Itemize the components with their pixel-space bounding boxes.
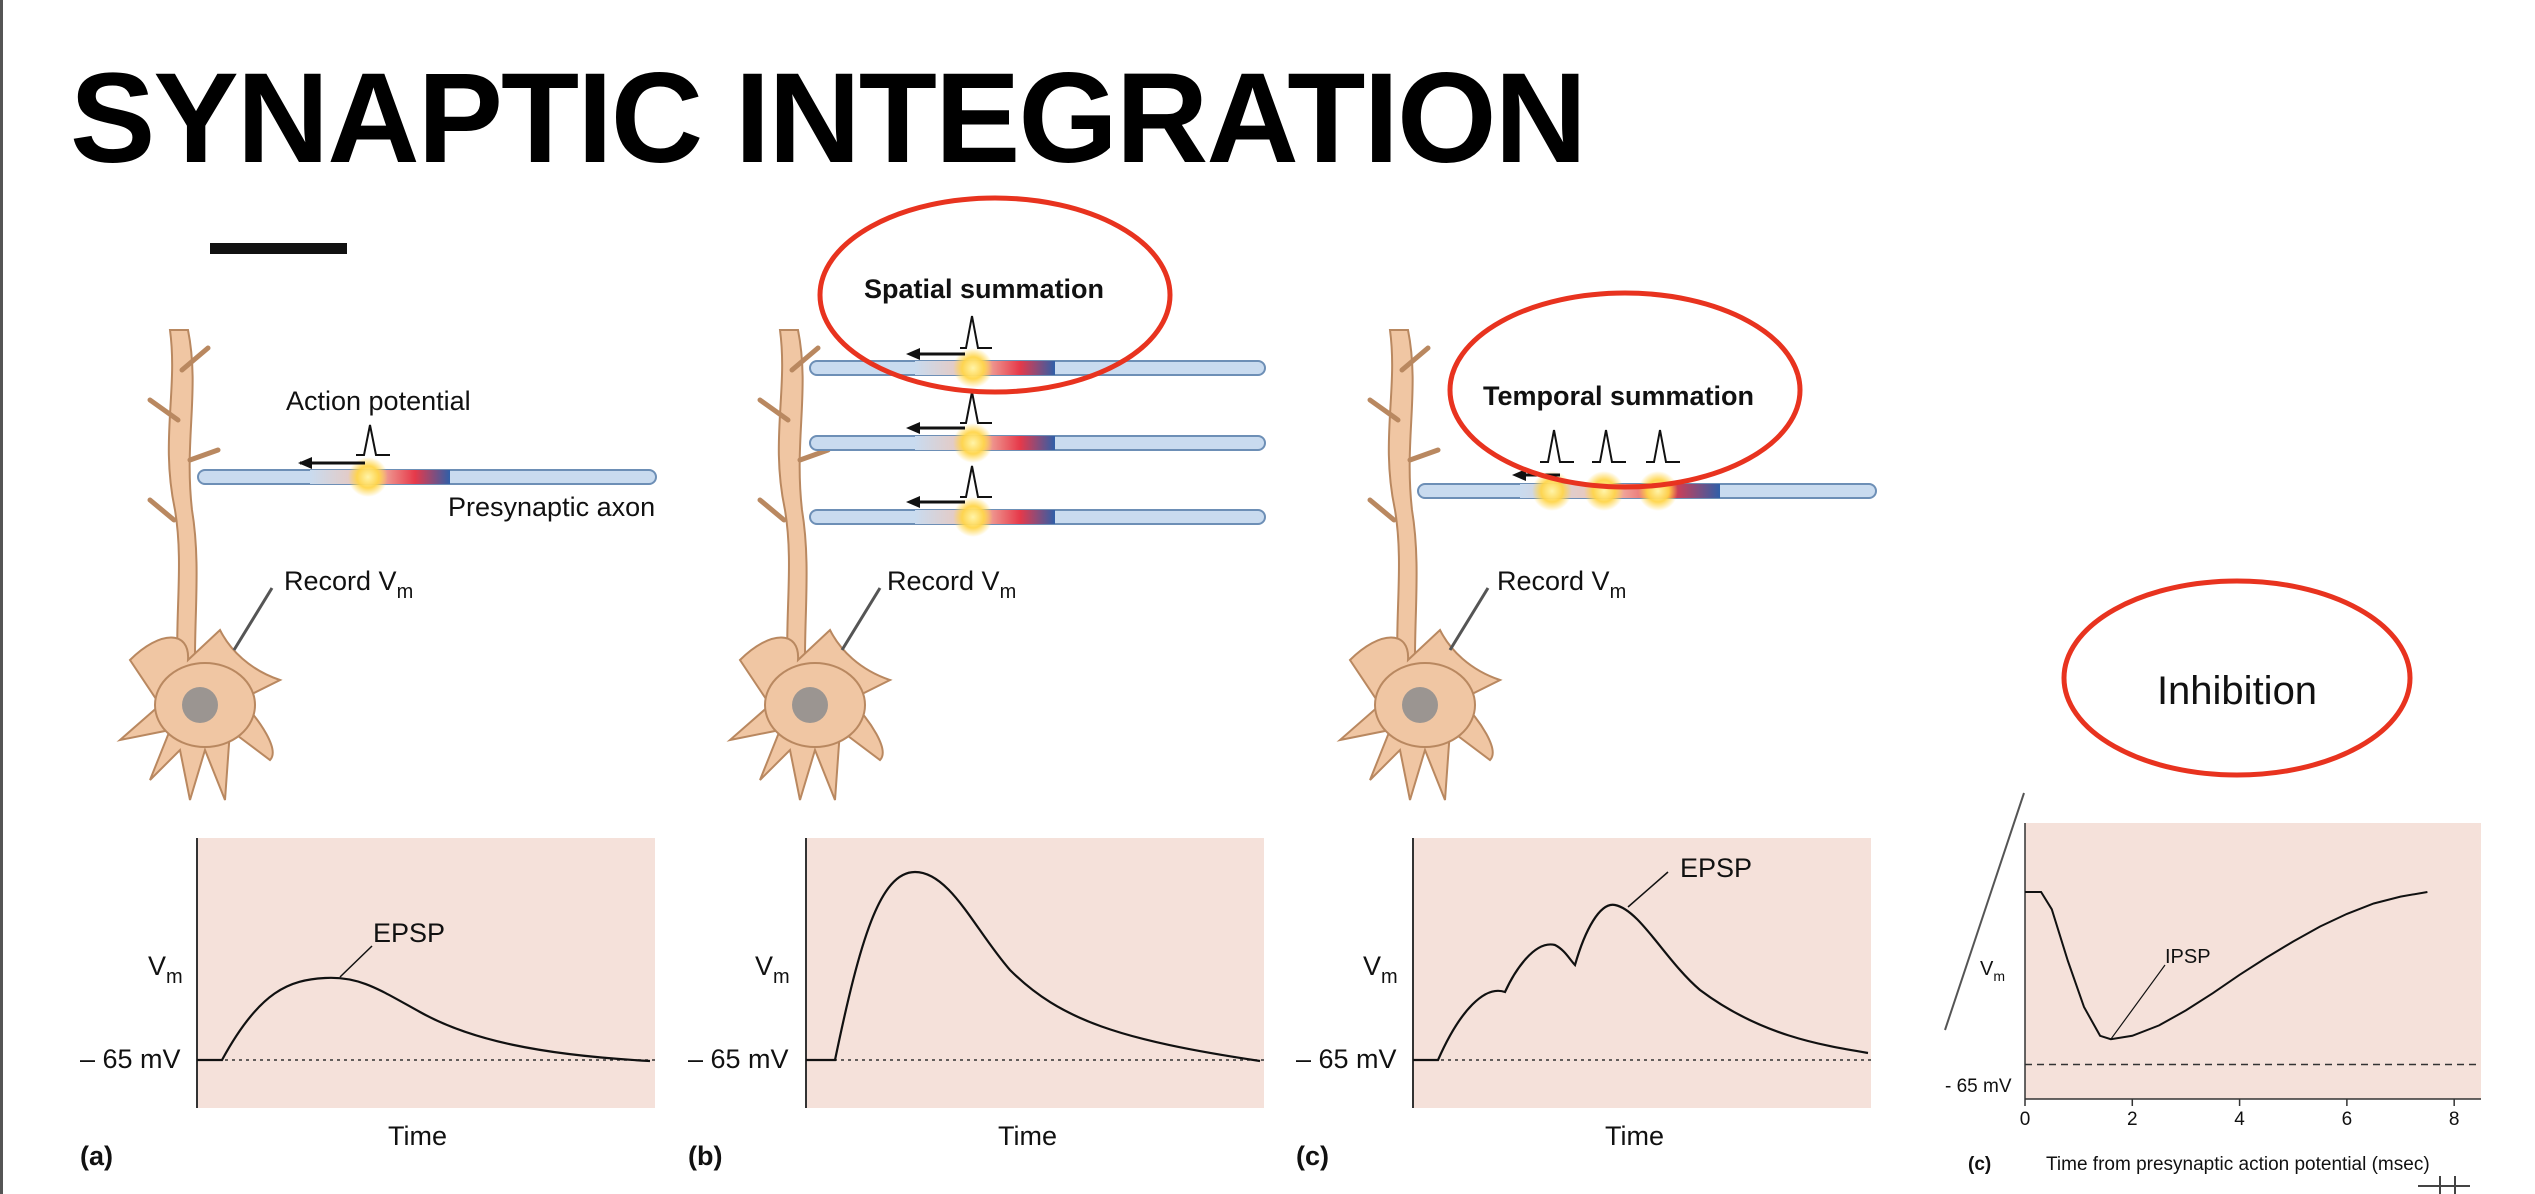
electrode-c [1448,587,1490,651]
panel-c: Temporal summation Record Vm EPSP Vm – 6… [1296,290,1877,1171]
ipsp-panel-letter: (c) [1968,1154,1991,1175]
epsp-label-a: EPSP [373,918,445,948]
corner-logo-icon [2418,1176,2470,1194]
ipsp-graph-bg [2025,823,2481,1099]
panel-letter-a: (a) [80,1141,113,1171]
svg-text:Record Vm: Record Vm [887,566,1016,603]
highlight-circle-spatial [817,195,1173,395]
ipsp-tick-label: 0 [2020,1109,2031,1130]
title-underline [210,243,347,254]
spike-icon-b-1 [960,315,992,349]
panel-letter-c: (c) [1296,1141,1329,1171]
spike-icon-a [356,424,390,456]
ipsp-tick-label: 8 [2449,1109,2460,1130]
ipsp-vm-label: V [1980,958,1994,980]
ipsp-tick-label: 2 [2127,1109,2138,1130]
ipsp-trace [2025,891,2428,1041]
highlight-circle-inhibition [2061,578,2413,778]
panel-letter-b: (b) [688,1141,722,1171]
ipsp-label: IPSP [2165,946,2211,968]
baseline-label-c: – 65 mV [1296,1044,1397,1074]
time-label-a: Time [388,1121,447,1151]
ipsp-x-axis-label: Time from presynaptic action potential (… [2046,1154,2430,1175]
action-potential-label: Action potential [286,386,471,416]
slide-title: SYNAPTIC INTEGRATION [70,47,1587,190]
ipsp-tick-label: 6 [2342,1109,2353,1130]
vm-label-a: V [148,951,166,981]
vm-label-c: V [1363,951,1381,981]
record-label-c: Record V [1497,566,1610,596]
svg-text:Record Vm: Record Vm [1497,566,1626,603]
neuron-a [120,330,280,800]
graph-bg-b [806,838,1264,1108]
presynaptic-axon-label: Presynaptic axon [448,492,655,522]
ipsp-tick-label: 4 [2234,1109,2245,1130]
panel-a: Action potential Presynaptic axon Record… [80,330,657,1171]
panel-b: Spatial summation Record Vm Vm – 65 mV T… [688,195,1266,1171]
record-label-a: Record V [284,566,397,596]
electrode-b [840,587,882,651]
ipsp-baseline-label: - 65 mV [1945,1076,2012,1097]
spike-icon-c-1 [1540,429,1574,463]
epsp-trace-b [806,870,1261,1063]
baseline-label-a: – 65 mV [80,1044,181,1074]
svg-text:Vm: Vm [1980,958,2005,984]
slide-left-border [0,0,3,1194]
epsp-trace-a [197,976,651,1063]
spike-icon-c-3 [1646,429,1680,463]
spike-icon-b-3 [960,465,992,498]
vm-label-b: V [755,951,773,981]
highlight-circle-temporal [1447,290,1803,490]
synapse-glow-a [348,457,388,497]
neuron-b [730,330,890,800]
svg-text:Vm: Vm [148,951,183,988]
graph-bg-a [197,838,655,1108]
electrode-a [232,587,274,651]
graph-bg-c [1413,838,1871,1108]
epsp-trace-c [1413,903,1869,1062]
time-label-b: Time [998,1121,1057,1151]
time-label-c: Time [1605,1121,1664,1151]
svg-text:Vm: Vm [1363,951,1398,988]
spike-icon-b-2 [960,391,992,424]
spatial-summation-label: Spatial summation [864,274,1104,304]
epsp-label-c: EPSP [1680,853,1752,883]
temporal-summation-label: Temporal summation [1483,381,1754,411]
baseline-label-b: – 65 mV [688,1044,789,1074]
ipsp-x-ticks: 0 2 4 6 8 [2020,1099,2460,1130]
spike-icon-c-2 [1592,429,1626,463]
inhibition-panel: Inhibition IPSP 0 2 4 6 8 Vm - 65 mV Time fr… [1944,578,2481,1175]
svg-text:Vm: Vm [755,951,790,988]
record-label-b: Record V [887,566,1000,596]
svg-text:Record Vm: Record Vm [284,566,413,603]
page-fold-line [1944,792,2025,1031]
inhibition-heading: Inhibition [2157,669,2317,713]
neuron-c [1340,330,1500,800]
